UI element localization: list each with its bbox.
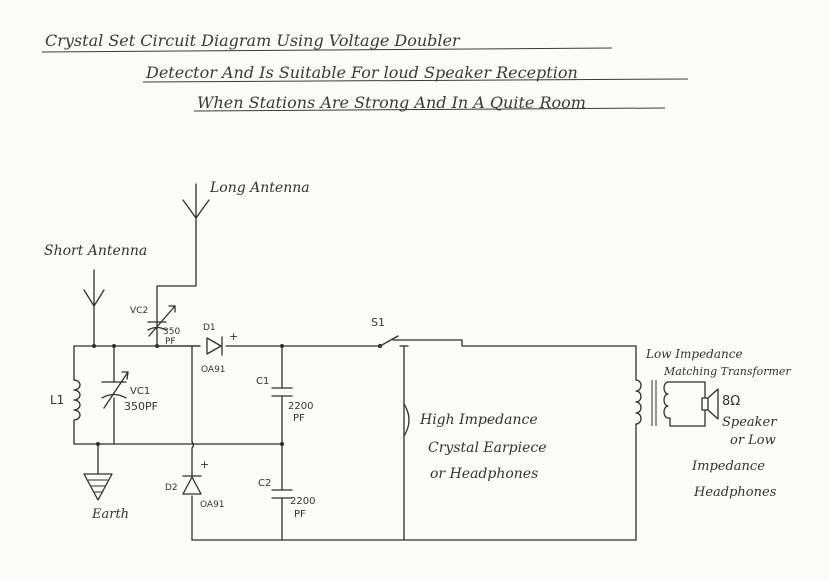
speaker-ohms: 8Ω	[722, 394, 740, 409]
speaker-line-1: Speaker	[722, 415, 777, 430]
matching-transformer: Low Impedance Matching Transformer	[635, 347, 791, 427]
circuit-wires	[73, 339, 637, 541]
short-antenna: Short Antenna	[44, 243, 147, 347]
vc1-variable-arrow	[103, 371, 129, 409]
c1-label: C1	[256, 376, 269, 387]
c2-value-unit: PF	[294, 509, 306, 520]
d1-diode-icon	[206, 337, 222, 355]
earth-icon	[83, 473, 113, 501]
vc2-capacitor: VC2 350 PF	[130, 305, 180, 347]
d1-type: OA91	[201, 365, 226, 375]
vc1-label: VC1	[130, 386, 150, 397]
l1-coil-icon	[73, 379, 81, 421]
speaker-line-4: Headphones	[693, 485, 777, 500]
earth-ground: Earth	[83, 473, 129, 522]
junction-dot	[92, 344, 96, 348]
high-imp-line-2: Crystal Earpiece	[428, 440, 547, 456]
d2-polarity: +	[200, 458, 209, 471]
s1-pivot	[377, 343, 383, 349]
d1-label: D1	[203, 323, 216, 333]
top-rail-right	[392, 339, 637, 347]
c2-label: C2	[258, 478, 271, 489]
d2-diode: + D2 OA91	[165, 458, 225, 510]
title-line-2: Detector And Is Suitable For loud Speake…	[145, 63, 578, 82]
long-antenna-label: Long Antenna	[209, 180, 310, 196]
d2-type: OA91	[200, 500, 225, 510]
c1-capacitor: C1 2200 PF	[256, 376, 313, 424]
speaker-wire-top	[667, 381, 706, 399]
long-antenna-icon	[182, 199, 210, 219]
title-underline-3	[193, 107, 666, 112]
s1-switch: S1	[371, 316, 399, 349]
tank-bottom	[73, 419, 283, 445]
junction-dot	[280, 344, 284, 348]
vc2-value-number: 350	[163, 327, 180, 337]
junction-dot	[96, 442, 100, 446]
d1-diode: D1 + OA91	[201, 323, 238, 375]
s1-label: S1	[371, 316, 385, 329]
vc2-arrow-head	[168, 305, 176, 313]
wire-crossover	[191, 441, 194, 449]
speaker-icon	[701, 397, 709, 411]
d2-diode-icon	[182, 476, 202, 495]
c1-value-unit: PF	[293, 413, 305, 424]
title-underline-2	[142, 78, 689, 83]
vc2-variable-arrow	[148, 305, 176, 337]
long-antenna-wire	[156, 183, 197, 331]
speaker-wire-bottom	[667, 409, 706, 427]
low-imp-line-2: Matching Transformer	[663, 365, 791, 378]
title-underline-1	[41, 47, 613, 53]
d1-polarity: +	[229, 330, 238, 343]
d2-label: D2	[165, 483, 178, 493]
title-line-1: Crystal Set Circuit Diagram Using Voltag…	[45, 31, 461, 50]
vc2-value-unit: PF	[165, 337, 176, 347]
c1-value-number: 2200	[288, 401, 313, 412]
short-antenna-icon	[83, 289, 105, 307]
crystal-earpiece: High Impedance Crystal Earpiece or Headp…	[403, 403, 547, 482]
l1-label: L1	[50, 393, 64, 407]
speaker: 8Ω Speaker or Low Impedance Headphones	[691, 388, 777, 500]
vc1-capacitor: VC1 350PF	[101, 371, 158, 413]
speaker-line-3: Impedance	[691, 459, 765, 474]
title-line-3: When Stations Are Strong And In A Quite …	[197, 93, 586, 112]
s1-switch-blade	[379, 335, 399, 347]
transformer-primary-icon	[635, 379, 642, 425]
junction-dot	[280, 442, 284, 446]
vc1-plate-bottom	[101, 393, 127, 399]
vc1-arrow-head	[121, 371, 129, 380]
vc1-value: 350PF	[124, 400, 158, 413]
vc2-label: VC2	[130, 306, 148, 316]
high-imp-line-3: or Headphones	[430, 466, 538, 482]
earth-label: Earth	[91, 507, 129, 522]
c2-capacitor: C2 2200 PF	[258, 478, 315, 520]
short-antenna-label: Short Antenna	[44, 243, 147, 259]
low-imp-line-1: Low Impedance	[645, 347, 743, 361]
diagram-title: Crystal Set Circuit Diagram Using Voltag…	[41, 31, 689, 112]
c2-value-number: 2200	[290, 496, 315, 507]
junction-dot	[112, 344, 116, 348]
long-antenna: Long Antenna	[156, 180, 310, 331]
transformer-secondary-icon	[663, 381, 669, 419]
speaker-cone	[707, 388, 719, 420]
speaker-line-2: or Low	[730, 433, 776, 448]
high-imp-line-1: High Impedance	[419, 412, 538, 428]
l1-coil: L1	[50, 379, 81, 421]
earpiece-icon	[403, 403, 410, 437]
